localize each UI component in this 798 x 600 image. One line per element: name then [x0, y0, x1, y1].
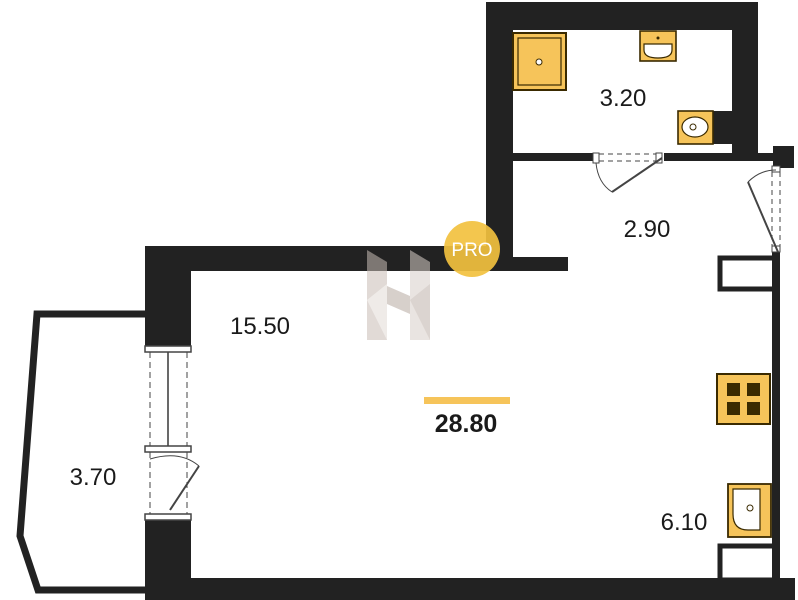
bathroom-wall-left: [486, 2, 513, 270]
entrance-door: [747, 165, 781, 253]
niche-lower: [717, 543, 779, 583]
bathroom-sink: [639, 30, 677, 62]
balcony-outline: [16, 310, 147, 594]
total-area-label: 28.80: [435, 410, 498, 438]
burner-icon: [747, 383, 760, 396]
watermark-logo: [367, 250, 430, 340]
kitchen-sink: [727, 483, 772, 538]
bathroom-wall-right: [732, 2, 758, 154]
living-wall-left-upper: [145, 246, 191, 346]
burner-icon: [727, 383, 740, 396]
right-wall: [772, 252, 780, 600]
total-area-accent-bar: [424, 397, 510, 404]
balcony-door-swing: [149, 455, 200, 467]
window-frame-lower: [144, 445, 192, 453]
entrance-door-swing: [747, 169, 777, 183]
walls: [145, 2, 795, 600]
kitchen-area-label: 6.10: [661, 509, 708, 536]
bathroom-door-swing: [595, 162, 613, 193]
window-frame-upper: [144, 345, 192, 353]
shower-drain-icon: [535, 58, 543, 66]
cooktop: [716, 373, 771, 425]
toilet-tank: [713, 111, 732, 144]
balcony-window: [144, 345, 200, 521]
pro-badge-label: PRO: [451, 240, 492, 261]
corridor-corner: [773, 146, 794, 168]
burner-icon: [727, 402, 740, 415]
bathroom-wall-top: [486, 2, 758, 30]
bathroom-wall-bottom-right: [664, 153, 794, 161]
burner-icon: [747, 402, 760, 415]
bathroom-door: [592, 152, 663, 193]
niche-upper: [717, 255, 779, 292]
living-wall-bottom: [145, 578, 795, 600]
bathroom-door-leaf: [611, 157, 663, 193]
pro-badge: PRO: [444, 221, 500, 277]
balcony-area-label: 3.70: [70, 464, 117, 491]
toilet: [677, 110, 732, 145]
entrance-door-leaf: [747, 181, 779, 253]
balcony-door-leaf: [169, 465, 200, 511]
bathroom-area-label: 3.20: [600, 85, 647, 112]
sink-drain-icon: [656, 36, 660, 40]
shower-tray: [512, 32, 567, 91]
bathroom-wall-bottom-left: [513, 153, 595, 161]
hallway-area-label: 2.90: [624, 216, 671, 243]
kitchen-sink-drain-icon: [746, 504, 754, 512]
living-room-area-label: 15.50: [230, 313, 290, 340]
